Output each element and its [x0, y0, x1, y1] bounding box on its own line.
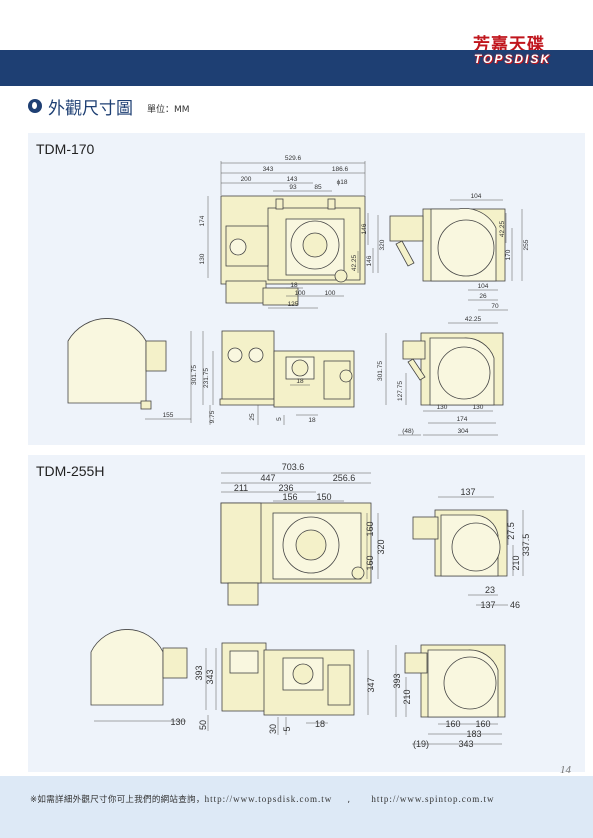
- dim-text: 320: [376, 539, 386, 554]
- dim-text: 130: [199, 253, 206, 264]
- page-title-row: 外觀尺寸圖 單位：MM: [28, 95, 190, 119]
- dim-text: 156: [282, 492, 297, 502]
- dim-text: 42.25: [351, 254, 358, 271]
- dim-text: 231.75: [203, 368, 210, 388]
- dim-text: 160: [365, 555, 375, 570]
- dim-text: 104: [478, 283, 489, 290]
- dim-text: 186.6: [332, 166, 349, 173]
- dim-text: 100: [295, 290, 306, 297]
- dim-text: 146: [361, 223, 368, 234]
- dim-text: 125: [288, 301, 299, 308]
- dim-text: 343: [263, 166, 274, 173]
- dim-text: 85: [314, 184, 322, 191]
- dim-text: 529.6: [285, 155, 302, 162]
- header-bar: [0, 50, 593, 86]
- page-title: 外觀尺寸圖: [48, 98, 133, 119]
- dim-text: 137: [480, 600, 495, 610]
- dim-text: 137: [460, 487, 475, 497]
- dim-text: 18: [315, 719, 325, 729]
- header-band: [0, 0, 593, 50]
- dim-text: 174: [199, 215, 206, 226]
- website-link-topsdisk[interactable]: http://www.topsdisk.com.tw: [204, 794, 333, 804]
- dim-text: 170: [505, 249, 512, 260]
- dim-text: 347: [366, 677, 376, 692]
- dim-text: 210: [402, 689, 412, 704]
- section-tdm-170: TDM-170: [28, 133, 585, 445]
- dim-text: 30: [268, 724, 278, 734]
- dim-text: 26: [479, 293, 487, 300]
- dim-text: 304: [458, 428, 469, 435]
- dim-text: 160: [445, 719, 460, 729]
- dim-text: 703.6: [282, 462, 305, 472]
- dim-text: ϕ18: [337, 179, 348, 186]
- dim-text: 70: [491, 303, 499, 310]
- dim-text: 160: [475, 719, 490, 729]
- dim-text: 146: [366, 255, 373, 266]
- dim-text: 100: [325, 290, 336, 297]
- bullet-icon: [28, 99, 42, 113]
- tdm-170-drawing: 529.6 343 186.6 200 143 93 85 ϕ18 174 13…: [67, 155, 530, 436]
- dim-text: (19): [413, 739, 429, 749]
- dim-text: 155: [163, 412, 174, 419]
- dim-text: 50: [198, 720, 208, 730]
- dim-text: 127.75: [397, 381, 404, 401]
- dim-text: 104: [471, 193, 482, 200]
- dim-text: 210: [511, 555, 521, 570]
- dim-text: 301.75: [191, 365, 198, 385]
- dim-text: 130: [473, 404, 484, 411]
- dim-text: 343: [205, 669, 215, 684]
- dim-text: 5: [276, 417, 283, 421]
- dim-text: 93: [289, 184, 297, 191]
- dim-text: 18: [308, 417, 316, 424]
- dim-text: 42.25: [465, 316, 482, 323]
- dim-text: 42.25: [499, 220, 506, 237]
- unit-label: 單位：MM: [147, 104, 190, 115]
- footer-band: [0, 776, 593, 838]
- dim-text: 150: [316, 492, 331, 502]
- dim-text: 200: [241, 176, 252, 183]
- footer-note-text: ※如需詳細外觀尺寸你可上我們的網站查詢，: [30, 795, 205, 805]
- dim-text: 255: [523, 239, 530, 250]
- dim-text: 211: [234, 483, 248, 493]
- page-number: 14: [560, 764, 571, 776]
- tdm-255h-drawing: 703.6 447 256.6 211 236 156 150 160 160 …: [90, 462, 531, 749]
- dim-text: 256.6: [333, 473, 356, 483]
- dim-text: 337.5: [521, 534, 531, 557]
- section-tdm-255h: TDM-255H: [28, 455, 585, 772]
- dim-text: 183: [466, 729, 481, 739]
- dim-text: 236: [278, 483, 293, 493]
- dim-text: 320: [379, 239, 386, 250]
- model-label: TDM-255H: [36, 463, 105, 479]
- footer-separator: ,: [347, 795, 351, 805]
- dim-text: 301.75: [377, 361, 384, 381]
- dim-text: 18: [290, 282, 298, 289]
- dim-text: 343: [458, 739, 473, 749]
- footer-note: ※如需詳細外觀尺寸你可上我們的網站查詢，http://www.topsdisk.…: [30, 793, 495, 805]
- dim-text: 160: [365, 521, 375, 536]
- dim-text: 18: [296, 378, 304, 385]
- dim-text: (48): [402, 428, 414, 435]
- brand-logo-topsdisk: TOPSDISK: [473, 52, 551, 66]
- dim-text: 393: [392, 673, 402, 688]
- dim-text: 9.75: [209, 410, 216, 423]
- dim-text: 46: [510, 600, 520, 610]
- dim-text: 23: [485, 585, 495, 595]
- dim-text: 5: [282, 726, 292, 731]
- model-label: TDM-170: [36, 141, 95, 157]
- dim-text: 25: [249, 413, 256, 421]
- dim-text: 27.5: [506, 522, 516, 540]
- dim-text: 174: [457, 416, 468, 423]
- dim-text: 130: [170, 717, 185, 727]
- dim-text: 143: [287, 176, 298, 183]
- dim-text: 393: [194, 665, 204, 680]
- website-link-spintop[interactable]: http://www.spintop.com.tw: [371, 794, 495, 804]
- dim-text: 447: [260, 473, 275, 483]
- dim-text: 130: [437, 404, 448, 411]
